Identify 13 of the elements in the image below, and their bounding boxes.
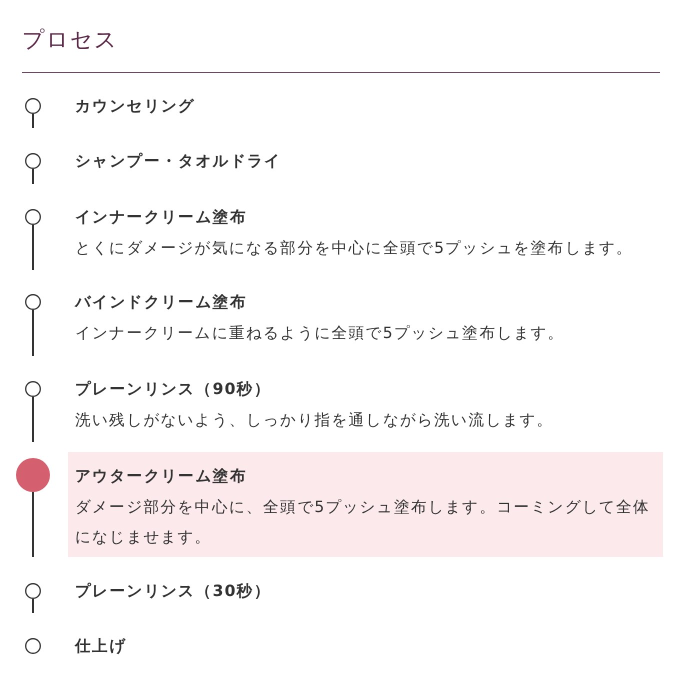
step-description: ダメージ部分を中心に、全頭で5プッシュ塗布します。コーミングして全体になじませます。 <box>75 497 652 548</box>
step-title: プレーンリンス（90秒） <box>75 379 271 400</box>
heading: プロセス <box>22 27 118 55</box>
step-description: とくにダメージが気になる部分を中心に全頭で5プッシュを塗布します。 <box>75 238 634 259</box>
step-title: アウタークリーム塗布 <box>75 466 247 487</box>
step-description: インナークリームに重ねるように全頭で5プッシュ塗布します。 <box>75 323 565 344</box>
step-title: カウンセリング <box>75 96 196 117</box>
step-title: 仕上げ <box>75 636 127 657</box>
step-title: シャンプー・タオルドライ <box>75 151 282 172</box>
step-title: プレーンリンス（30秒） <box>75 581 271 602</box>
step-description: 洗い残しがないよう、しっかり指を通しながら洗い流します。 <box>75 410 554 431</box>
step-title: インナークリーム塗布 <box>75 207 247 228</box>
step-title: バインドクリーム塗布 <box>75 292 247 313</box>
